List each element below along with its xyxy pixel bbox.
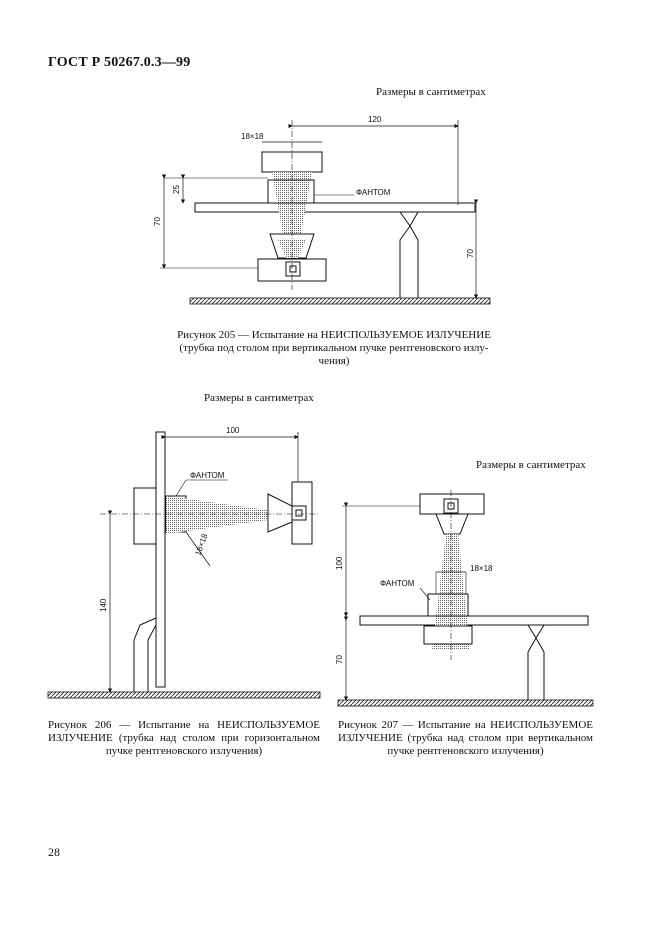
floor-207 — [337, 699, 594, 707]
caption-205: Рисунок 205 — Испытание на НЕИСПОЛЬЗУЕМО… — [150, 329, 518, 368]
detector-left-206 — [133, 487, 157, 545]
caption-206: Рисунок 206 — Испытание на НЕИСПОЛЬЗУЕМО… — [48, 719, 320, 758]
caption-206-line3: пучке рентгеновского излучения) — [105, 745, 263, 757]
dim-100-207: 100 — [335, 556, 344, 570]
phantom-207 — [427, 593, 469, 617]
dim-140-206: 140 — [99, 598, 108, 612]
caption-205-line1: Рисунок 205 — Испытание на НЕИСПОЛЬЗУЕМО… — [177, 329, 491, 341]
table-top-207 — [359, 615, 589, 626]
caption-207: Рисунок 207 — Испытание на НЕИСПОЛЬЗУЕМО… — [338, 719, 593, 758]
caption-205-line3: чения) — [318, 355, 350, 367]
caption-207-line3: пучке рентгеновского излучения) — [387, 745, 544, 757]
dim-70-207: 70 — [335, 655, 344, 664]
dim-70a-205: 70 — [153, 217, 162, 226]
caption-206-line2: ИЗЛУЧЕНИЕ (трубка над столом при горизон… — [48, 732, 320, 744]
caption-207-line2: ИЗЛУЧЕНИЕ (трубка над столом при вертика… — [338, 732, 593, 744]
dim-18x18-205: 18×18 — [241, 132, 264, 141]
caption-207-line1: Рисунок 207 — Испытание на НЕИСПОЛЬЗУЕМО… — [338, 719, 593, 731]
units-note-207: Размеры в сантиметрах — [476, 459, 586, 471]
phantom-label-206: ФАНТОМ — [190, 471, 225, 480]
tube-207 — [419, 493, 485, 515]
phantom-label-205: ФАНТОМ — [356, 188, 391, 197]
detector-bottom-207 — [423, 625, 473, 645]
dim-120-205: 120 — [368, 115, 382, 124]
dim-100-206: 100 — [226, 426, 240, 435]
tube-205 — [257, 258, 327, 282]
dim-18x18-207: 18×18 — [470, 564, 493, 573]
vertical-panel-206 — [155, 431, 166, 688]
document-header: ГОСТ Р 50267.0.3—99 — [48, 55, 191, 70]
floor-206 — [47, 691, 321, 699]
phantom-205 — [267, 179, 315, 204]
floor-205 — [189, 297, 491, 305]
dim-70b-205: 70 — [466, 249, 475, 258]
caption-206-line1: Рисунок 206 — Испытание на НЕИСПОЛЬЗУЕМО… — [48, 719, 320, 731]
dim-18x18-206: 18×18 — [193, 532, 209, 557]
dim-25-205: 25 — [172, 185, 181, 194]
units-note-206: Размеры в сантиметрах — [204, 392, 314, 404]
page-number: 28 — [48, 845, 60, 859]
caption-205-line2: (трубка под столом при вертикальном пучк… — [179, 342, 489, 354]
table-top-205 — [194, 202, 476, 213]
phantom-label-207: ФАНТОМ — [380, 579, 415, 588]
units-note-205: Размеры в сантиметрах — [376, 86, 486, 98]
